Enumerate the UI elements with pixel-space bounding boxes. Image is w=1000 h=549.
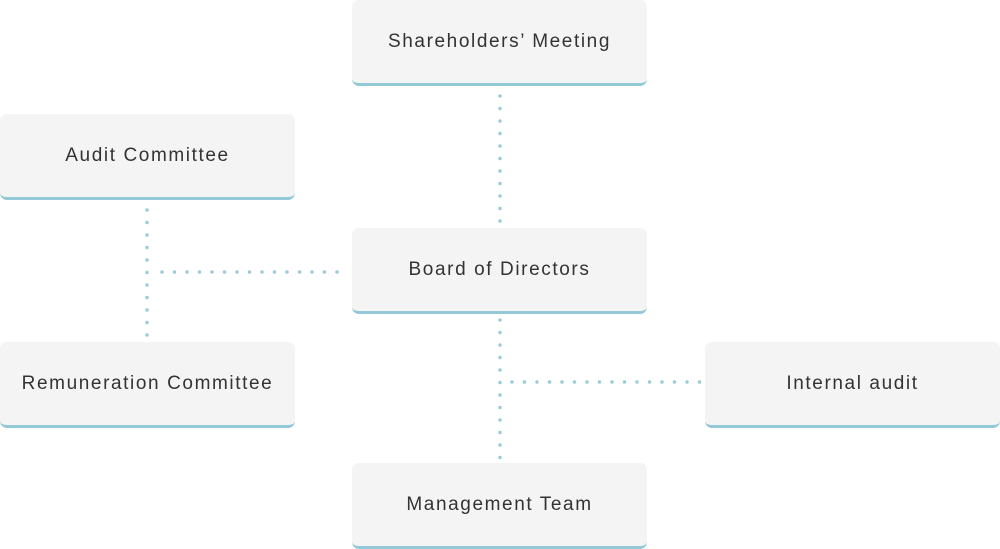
node-label: Shareholders’ Meeting <box>387 30 611 52</box>
node-label: Internal audit <box>786 372 919 394</box>
node-label: Remuneration Committee <box>21 372 274 394</box>
node-label: Board of Directors <box>408 258 591 280</box>
node-label: Audit Committee <box>65 144 230 166</box>
node-label: Management Team <box>406 493 593 515</box>
node-board-of-directors: Board of Directors <box>352 228 647 314</box>
node-management-team: Management Team <box>352 463 647 549</box>
node-internal-audit: Internal audit <box>705 342 1000 428</box>
node-remuneration-committee: Remuneration Committee <box>0 342 295 428</box>
node-shareholders-meeting: Shareholders’ Meeting <box>352 0 647 86</box>
node-audit-committee: Audit Committee <box>0 114 295 200</box>
